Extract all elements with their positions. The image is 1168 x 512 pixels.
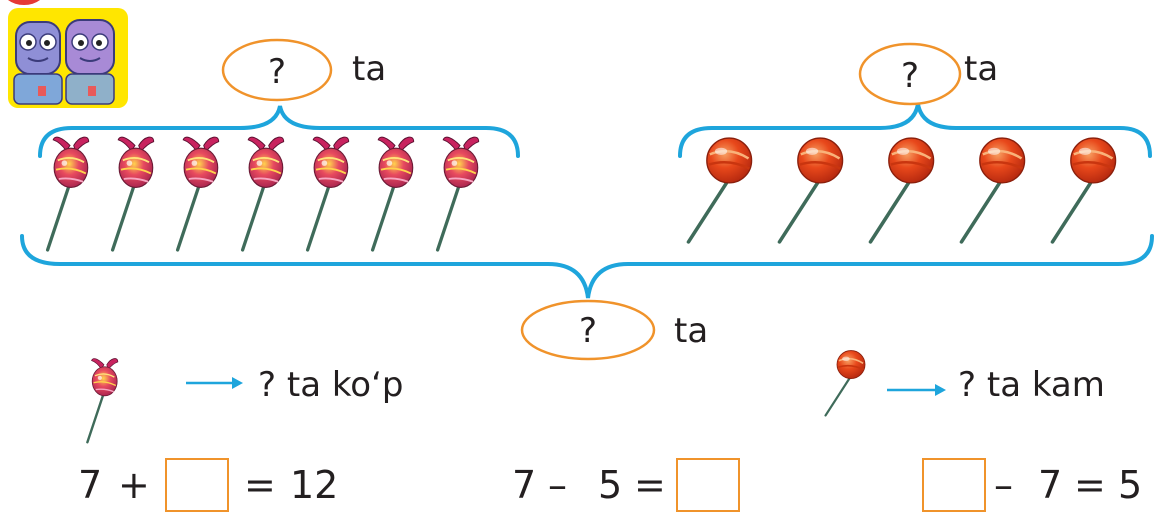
more-comparison: ? ta ko‘p [258,368,404,402]
wrapped-candy [373,137,414,250]
eq3-operator: – [994,466,1013,504]
wrapped-candy [438,137,479,250]
eq2-first-number: 7 [512,466,536,504]
round-lollipop [779,138,842,242]
eq1-answer-box[interactable] [165,458,229,512]
more-text: ta ko‘p [287,365,404,405]
right-arrow-icon [186,377,243,389]
wrapped-candy [113,137,154,250]
total-brace [22,236,1152,298]
eq1-equals: = [244,466,276,504]
eq3-result: 5 [1118,466,1142,504]
eq2-equals: = [634,466,666,504]
left-count-question: ? [222,55,332,89]
round-lollipop [688,138,751,242]
wrapped-lollipop-icon [87,359,117,443]
total-count-question: ? [533,314,643,348]
partial-red-circle [8,0,40,5]
total-count-unit: ta [674,314,708,348]
eq1-first-number: 7 [78,466,102,504]
eq2-second-number: 5 [598,466,622,504]
left-group-brace [40,106,518,156]
wrapped-candy [308,137,349,250]
robot-kids-icon [8,8,128,108]
less-comparison: ? ta kam [958,368,1105,402]
round-lollipop-icon [826,351,865,416]
eq1-result: 12 [290,466,338,504]
lollipop-row [688,138,1115,242]
eq3-second-number: 7 [1038,466,1062,504]
wrapped-candy [178,137,219,250]
eq1-operator: + [118,466,150,504]
right-count-question: ? [855,59,965,93]
wrapped-candy [48,137,89,250]
eq2-answer-box[interactable] [676,458,740,512]
round-lollipop [1052,138,1115,242]
right-count-unit: ta [964,52,998,86]
more-question: ? [258,365,276,405]
eq2-operator: – [548,466,567,504]
round-lollipop [961,138,1024,242]
eq3-equals: = [1074,466,1106,504]
less-question: ? [958,365,976,405]
round-lollipop [870,138,933,242]
left-count-unit: ta [352,52,386,86]
wrapped-candy-row [48,137,479,250]
eq3-answer-box[interactable] [922,458,986,512]
wrapped-candy [243,137,284,250]
less-text: ta kam [987,365,1105,405]
right-arrow-icon [887,384,946,396]
